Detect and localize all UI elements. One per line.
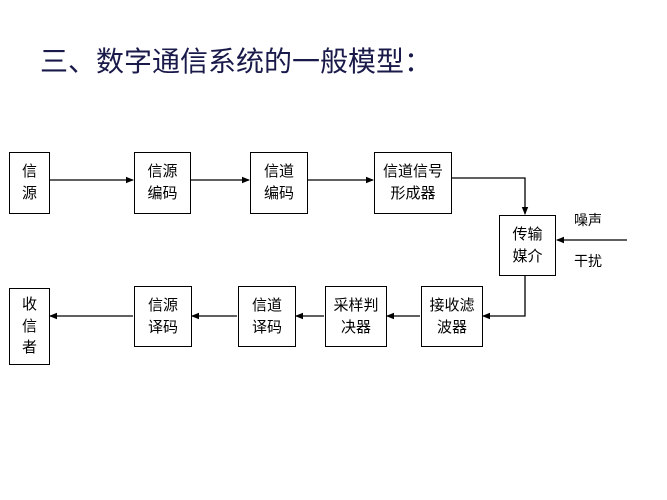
block-receive-filter: 接收滤 波器 [421, 286, 483, 347]
block-source-encoder: 信源 编码 [134, 152, 191, 214]
block-sampling-decision: 采样判 决器 [325, 286, 387, 347]
block-source: 信 源 [9, 152, 50, 214]
label-disturbance: 干扰 [574, 254, 602, 270]
block-channel-decoder: 信道 译码 [238, 286, 296, 347]
block-transmission-medium: 传输 媒介 [499, 215, 556, 276]
block-channel-encoder: 信道 编码 [250, 152, 308, 214]
block-signal-former: 信道信号 形成器 [374, 152, 452, 214]
page-title: 三、数字通信系统的一般模型： [40, 45, 433, 78]
block-sink: 收 信 者 [9, 288, 50, 365]
arrow-signal-former-to-medium [452, 177, 529, 215]
block-source-decoder: 信源 译码 [134, 286, 192, 347]
arrow-medium-to-receive-filter [482, 276, 526, 320]
label-noise: 噪声 [574, 213, 602, 229]
